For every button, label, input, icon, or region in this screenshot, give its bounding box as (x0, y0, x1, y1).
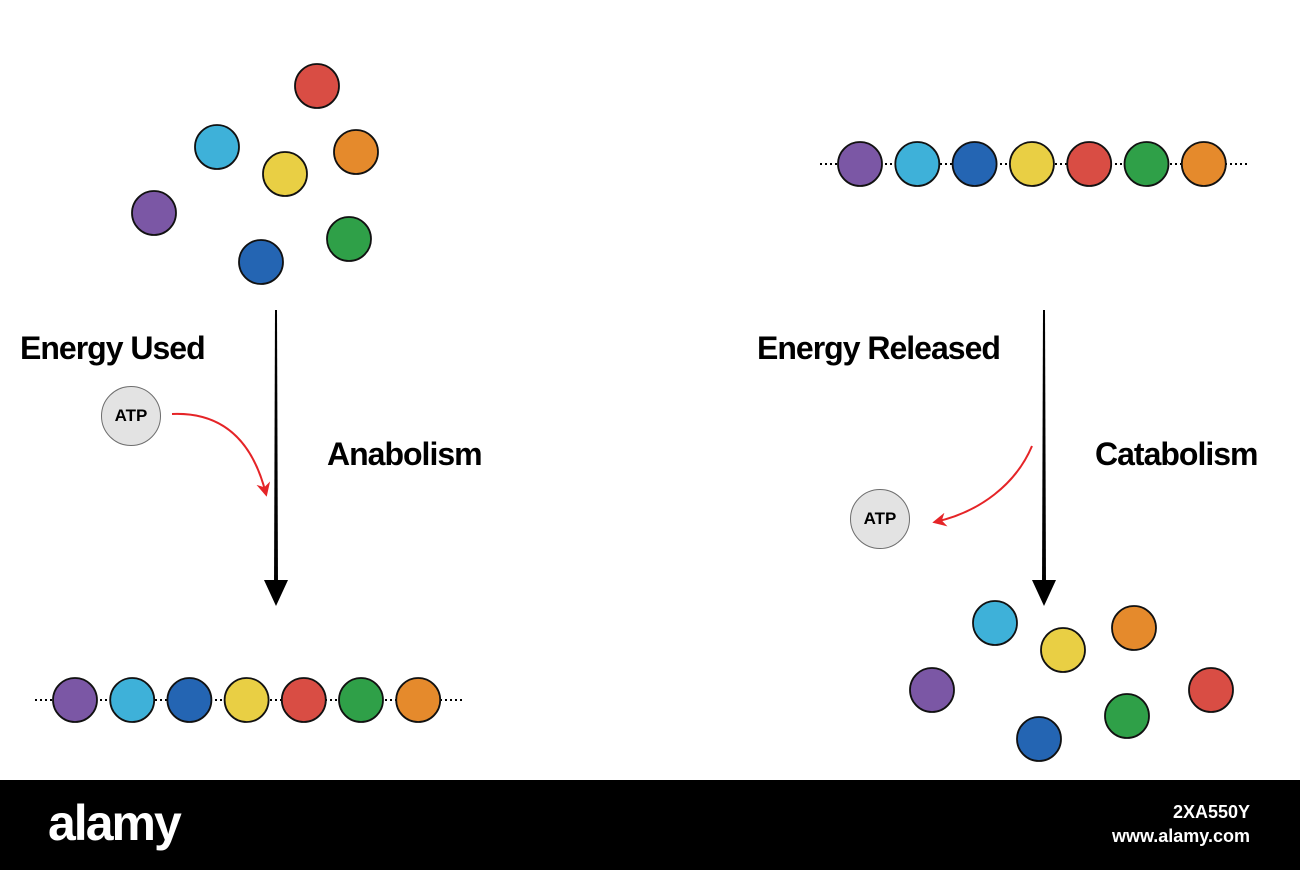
anabolism-label: Anabolism (327, 436, 483, 472)
monomer-red (294, 63, 340, 109)
monomer-dark-blue (238, 239, 284, 285)
catabolism-arrow (1032, 310, 1056, 606)
anabolism-arrow (264, 310, 288, 606)
monomer-dark-blue (951, 141, 998, 187)
atp-released-arrow (932, 445, 1033, 527)
monomer-orange (333, 129, 379, 175)
site-url: www.alamy.com (1111, 826, 1250, 846)
monomer-green (326, 216, 372, 262)
monomer-light-blue (972, 600, 1018, 646)
monomer-light-blue (194, 124, 240, 170)
monomer-purple (909, 667, 955, 713)
energy-used-label: Energy Used (20, 330, 206, 366)
anabolism-polymer-chain (35, 677, 465, 723)
monomer-orange (1111, 605, 1157, 651)
monomer-yellow (262, 151, 308, 197)
monomer-green (1104, 693, 1150, 739)
monomer-purple (52, 677, 98, 723)
monomer-yellow (223, 677, 270, 723)
catabolism-scattered-monomers (909, 600, 1234, 762)
watermark-footer: alamy 2XA550Y www.alamy.com (0, 780, 1300, 870)
atp-molecule-catabolism: ATP (850, 489, 910, 549)
monomer-orange (1180, 141, 1227, 187)
monomer-yellow (1040, 627, 1086, 673)
monomer-red (280, 677, 327, 723)
anabolism-scattered-monomers (131, 63, 379, 285)
energy-released-label: Energy Released (757, 330, 1001, 366)
monomer-dark-blue (1016, 716, 1062, 762)
diagram-canvas (35, 63, 1250, 762)
atp-molecule-anabolism: ATP (101, 386, 161, 446)
atp-consumed-arrow (171, 412, 271, 497)
monomer-green (338, 677, 384, 723)
monomer-purple (837, 141, 883, 187)
catabolism-polymer-chain (820, 141, 1250, 187)
monomer-orange (395, 677, 442, 723)
alamy-logo: alamy (48, 795, 182, 851)
catabolism-label: Catabolism (1095, 436, 1258, 472)
image-id: 2XA550Y (1172, 802, 1250, 822)
monomer-light-blue (109, 677, 156, 723)
monomer-red (1188, 667, 1234, 713)
monomer-purple (131, 190, 177, 236)
monomer-green (1123, 141, 1170, 187)
monomer-yellow (1009, 141, 1055, 187)
monomer-light-blue (894, 141, 941, 187)
monomer-red (1066, 141, 1113, 187)
monomer-dark-blue (166, 677, 213, 723)
